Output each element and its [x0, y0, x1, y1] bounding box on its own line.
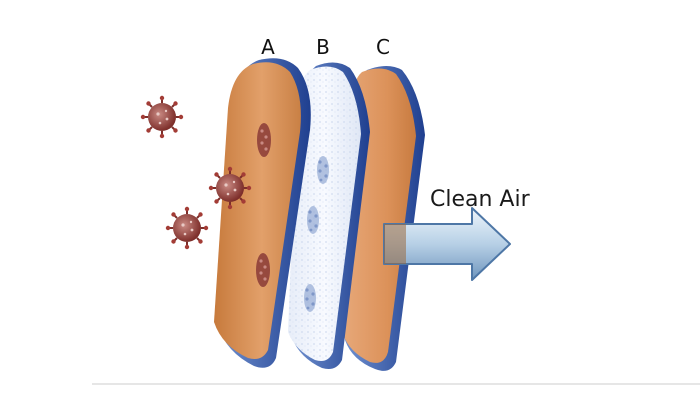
- layer-label-c: C: [376, 35, 390, 59]
- filter-layer-a: [214, 58, 311, 368]
- trapped-particle-icon: [307, 206, 319, 234]
- trapped-particle-icon: [304, 284, 316, 312]
- clean-air-arrow: [383, 207, 511, 281]
- clean-air-label: Clean Air: [430, 187, 531, 212]
- virus-icon: [207, 165, 253, 211]
- virus-icon: [164, 205, 210, 251]
- trapped-virus-icon: [257, 123, 271, 157]
- trapped-particle-icon: [317, 156, 329, 184]
- layer-label-a: A: [261, 35, 275, 59]
- virus-icon: [139, 94, 185, 140]
- trapped-virus-icon: [256, 253, 270, 287]
- divider-line: [92, 383, 700, 385]
- layer-label-b: B: [316, 35, 330, 59]
